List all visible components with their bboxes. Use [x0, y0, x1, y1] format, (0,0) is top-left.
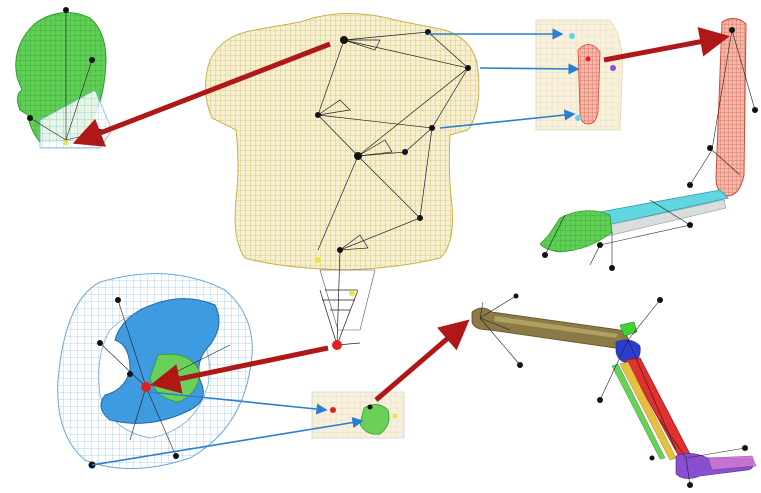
- joint-marker: [63, 7, 69, 13]
- joint-marker: [609, 265, 615, 271]
- pivot-marker: [330, 407, 336, 413]
- joint-marker: [417, 215, 423, 221]
- pivot-marker: [141, 382, 151, 392]
- highlight-marker: [349, 290, 355, 296]
- highlight-marker: [64, 141, 69, 146]
- upper-arm-mesh: [578, 44, 600, 124]
- joint-marker: [514, 294, 519, 299]
- joint-marker: [752, 107, 758, 113]
- joint-marker: [97, 340, 103, 346]
- joint-marker: [517, 362, 523, 368]
- joint-marker: [27, 115, 33, 121]
- joint-marker: [354, 152, 362, 160]
- joint-marker: [368, 405, 373, 410]
- pivot-marker: [586, 57, 591, 62]
- joint-marker: [687, 482, 693, 488]
- joint-marker: [127, 371, 133, 377]
- joint-marker: [429, 125, 435, 131]
- hip-inset: [312, 392, 404, 438]
- link-marker: [569, 33, 575, 39]
- head-model: [16, 7, 112, 148]
- joint-marker: [707, 145, 713, 151]
- torso-mesh: [205, 13, 478, 270]
- shoulder-inset: [536, 20, 623, 130]
- highlight-marker: [315, 257, 321, 263]
- joint-marker: [657, 297, 663, 303]
- leg-model: [472, 294, 756, 489]
- joint-marker: [687, 222, 693, 228]
- joint-marker: [650, 456, 655, 461]
- pivot-marker: [332, 340, 342, 350]
- joint-marker: [337, 247, 343, 253]
- joint-marker: [742, 445, 748, 451]
- joint-marker: [597, 242, 603, 248]
- joint-marker: [542, 252, 548, 258]
- torso-model: [205, 13, 478, 350]
- link-marker: [575, 115, 581, 121]
- joint-marker: [173, 453, 179, 459]
- joint-marker: [402, 149, 408, 155]
- joint-marker: [729, 27, 735, 33]
- mapping-arrow: [376, 326, 462, 400]
- highlight-marker: [393, 414, 398, 419]
- link-marker: [610, 65, 616, 71]
- hip-inset-mesh: [312, 392, 404, 438]
- joint-marker: [340, 36, 348, 44]
- upper-arm-bone: [716, 18, 746, 196]
- hip-inset-bone: [360, 404, 389, 434]
- joint-marker: [597, 397, 603, 403]
- joint-marker: [115, 297, 121, 303]
- joint-marker: [465, 65, 471, 71]
- link-arrow: [480, 68, 578, 69]
- joint-marker: [687, 182, 693, 188]
- joint-marker: [315, 112, 321, 118]
- joint-marker: [89, 57, 95, 63]
